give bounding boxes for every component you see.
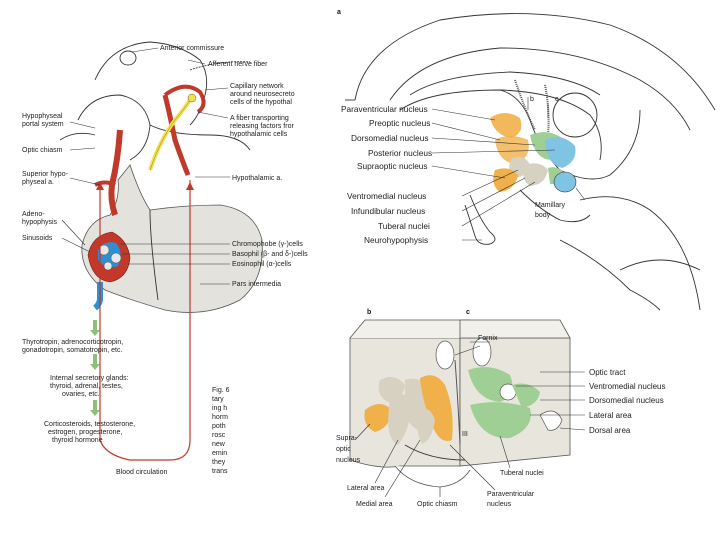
panel-a-letter: a (337, 9, 341, 16)
supraoptic-nucleus-b (364, 404, 392, 432)
label-capillary-network-3: cells of the hypothal (230, 99, 292, 106)
mamillary-body-shape (553, 171, 577, 193)
label-hypophyseal-portal-2: portal system (22, 121, 64, 128)
label-ventromedial-a: Ventromedial nucleus (347, 191, 426, 201)
thalamus-shape (552, 92, 598, 138)
label-sinusoids: Sinusoids (22, 235, 53, 242)
svg-text:tary: tary (212, 396, 224, 403)
label-capillary-network-1: Capillary network (230, 83, 284, 90)
label-section-b: b (530, 96, 534, 103)
label-posterior-a: Posterior nucleus (368, 148, 432, 158)
svg-text:Fig. 6: Fig. 6 (212, 387, 230, 394)
label-fiber-transporting-2: releasing factors fror (230, 123, 294, 130)
caption-fragment: Fig. 6 tary ing h horm poth rosc new emi… (212, 387, 230, 475)
tuberal-nucleus-shape (523, 163, 548, 186)
label-optic-chiasm-left: Optic chiasm (22, 147, 63, 154)
left-panel-pituitary (59, 41, 263, 461)
svg-text:ing h: ing h (212, 405, 227, 412)
pituitary-gland (81, 164, 263, 313)
svg-text:rosc: rosc (212, 432, 226, 439)
panel-b-letter: b (367, 309, 371, 316)
label-optic-chiasm-b: Optic chiasm (417, 501, 458, 508)
label-paraventricular-b-2: nucleus (487, 501, 512, 508)
label-tuberal-a: Tuberal nuclei (378, 221, 430, 231)
label-hypophyseal-portal-1: Hypophyseal (22, 113, 63, 120)
label-hormones-1: Corticosteroids, testosterone, (44, 421, 135, 428)
label-supraoptic-b-1: Supra- (336, 435, 358, 442)
optic-chiasm-b (394, 465, 471, 488)
label-pars-intermedia: Pars intermedia (232, 281, 281, 288)
lateral-area-c (470, 402, 531, 439)
label-dorsal-area: Dorsal area (589, 426, 631, 435)
label-blood-circulation: Blood circulation (116, 469, 167, 476)
label-fiber-transporting-1: A fiber transporting (230, 115, 289, 122)
panel-bc-coronal (349, 319, 586, 498)
label-tuberal-c: Tuberal nuclei (500, 470, 544, 477)
label-tropins-2: gonadotropin, somatotropin, etc. (22, 347, 122, 354)
label-fornix: Fornix (478, 335, 498, 342)
label-anterior-commissure: Anterior commissure (160, 45, 224, 52)
label-tropins-1: Thyrotropin, adrenocorticotropin, (22, 339, 123, 346)
label-mamillary-1: Mamillary (535, 202, 565, 209)
label-mamillary-2: body (535, 212, 551, 219)
svg-text:horm: horm (212, 414, 228, 421)
label-fiber-transporting-3: hypothalamic cells (230, 131, 288, 138)
svg-text:trans: trans (212, 468, 228, 475)
cortex-outline (354, 13, 716, 111)
svg-text:emin: emin (212, 450, 227, 457)
label-third-ventricle: III (462, 431, 468, 438)
label-superior-hypophyseal-1: Superior hypo- (22, 171, 69, 178)
label-hormones-3: thyroid hormone (52, 437, 103, 444)
label-preoptic-a: Preoptic nucleus (369, 118, 430, 128)
label-adenohypophysis-1: Adeno- (22, 211, 45, 218)
label-optic-tract: Optic tract (589, 368, 626, 377)
label-lateral-area-c: Lateral area (589, 411, 632, 420)
supraoptic-nucleus-shape (493, 168, 518, 192)
label-medial-area: Medial area (356, 501, 393, 508)
label-hypothalamic-a: Hypothalamic a. (232, 175, 282, 182)
anterior-commissure-shape (119, 50, 137, 66)
optic-chiasm-outline (77, 94, 151, 161)
label-paraventricular-a: Paraventricular nucleus (341, 104, 428, 114)
paraventricular-nucleus-shape (490, 113, 522, 138)
label-lateral-area-b: Lateral area (347, 485, 384, 492)
label-neurohypophysis-a: Neurohypophysis (364, 235, 428, 245)
label-paraventricular-b-1: Paraventricular (487, 491, 535, 498)
label-glands-2: thyroid, adrenal, testes, (50, 383, 123, 390)
label-adenohypophysis-2: hypophysis (22, 219, 58, 226)
posterior-nucleus-shape (545, 137, 576, 168)
label-dorsomedial-c: Dorsomedial nucleus (589, 396, 664, 405)
panel-c-letter: c (466, 309, 470, 316)
label-glands-3: ovaries, etc. (62, 391, 100, 398)
hypothalamic-artery (162, 94, 191, 176)
label-supraoptic-b-3: nucleus (336, 457, 361, 464)
svg-text:new: new (212, 441, 226, 448)
svg-text:poth: poth (212, 423, 226, 430)
label-chromophobe: Chromophobe (γ-)cells (232, 241, 303, 248)
panel-a-sagittal (345, 13, 716, 311)
label-eosinophil: Eosinophil (α-)cells (232, 261, 292, 268)
label-glands-1: Internal secretory glands: (50, 375, 129, 382)
portal-vein-outflow (93, 282, 103, 311)
label-ventromedial-c: Ventromedial nucleus (589, 382, 666, 391)
paraventricular-nucleus-b (420, 375, 453, 441)
label-afferent-nerve-fiber: Afferent nerve fiber (208, 61, 268, 68)
label-hormones-2: estrogen, progesterone, (48, 429, 122, 436)
neurohypophysis-shape (464, 194, 496, 245)
fornix-b (435, 340, 455, 370)
label-basophil: Basophil (β- and δ-)cells (232, 251, 308, 258)
label-dorsomedial-a: Dorsomedial nucleus (351, 133, 428, 143)
third-ventricle (454, 359, 461, 446)
svg-text:they: they (212, 459, 226, 466)
label-supraoptic-a: Supraoptic nucleus (357, 161, 428, 171)
fornix-c (472, 337, 492, 367)
label-section-c: c (555, 96, 559, 103)
label-capillary-network-2: around neurosecreto (230, 91, 295, 98)
brain-outline (94, 41, 208, 126)
blood-circulation-loop (99, 180, 191, 461)
label-superior-hypophyseal-2: physeal a. (22, 179, 54, 186)
label-infundibular-a: Infundibular nucleus (351, 206, 425, 216)
label-supraoptic-b-2: optic (336, 446, 351, 453)
